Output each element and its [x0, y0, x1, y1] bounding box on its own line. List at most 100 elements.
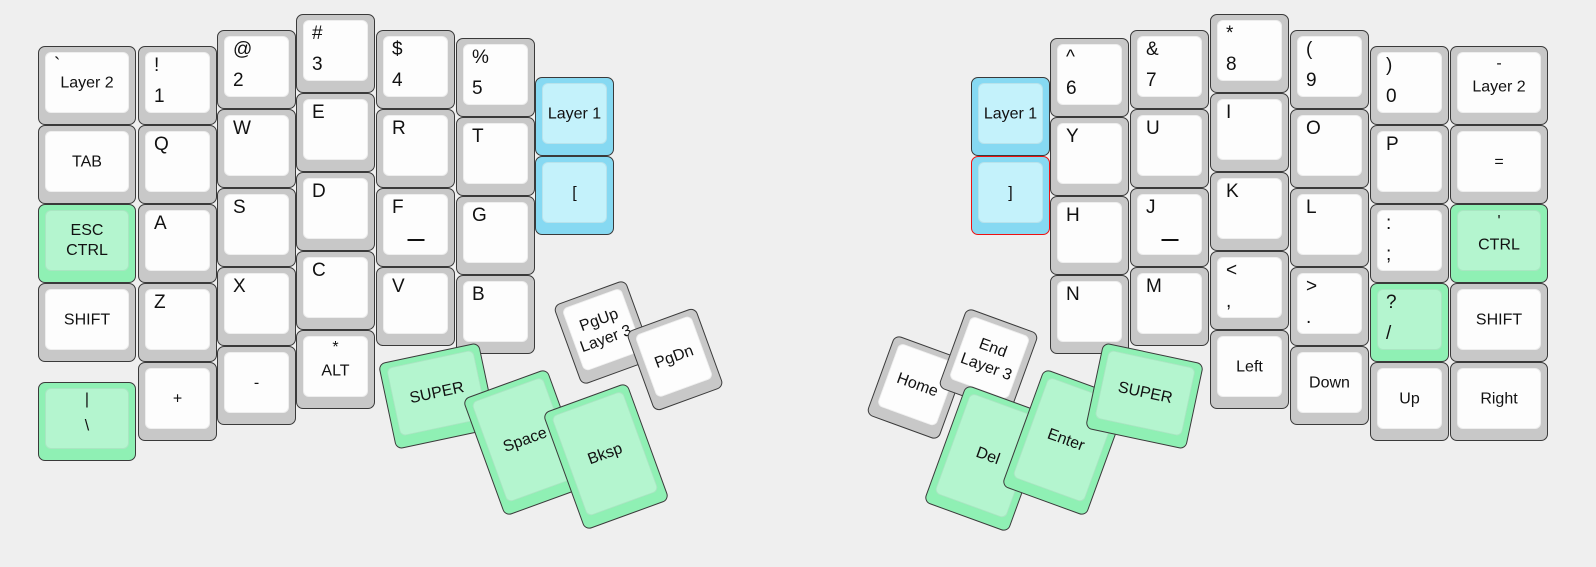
key-left-half-pinky-q[interactable]: Q	[138, 125, 217, 204]
keycap-surface	[303, 257, 368, 318]
key-left-half-pinky-plus[interactable]: +	[138, 362, 217, 441]
keycap-surface	[1457, 210, 1541, 271]
keycap-surface	[145, 52, 210, 113]
keycap-surface	[978, 162, 1043, 223]
key-right-half-inner-extra-bracket-right[interactable]: ]	[971, 156, 1050, 235]
key-right-half-middle-i[interactable]: I	[1210, 93, 1289, 172]
keycap-surface	[1217, 178, 1282, 239]
key-left-half-middle-3[interactable]: #3	[296, 14, 375, 93]
keycap-surface	[1137, 273, 1202, 334]
key-right-half-pinky-outer-right[interactable]: Right	[1450, 362, 1548, 441]
keycap-surface	[145, 210, 210, 271]
key-left-half-inner-extra-layer1[interactable]: Layer 1	[535, 77, 614, 156]
keycap-surface	[45, 289, 129, 350]
key-left-half-inner-extra-bracket-left[interactable]: [	[535, 156, 614, 235]
key-right-half-middle-left[interactable]: Left	[1210, 330, 1289, 409]
key-left-half-pinky-z[interactable]: Z	[138, 283, 217, 362]
key-right-half-ring-period[interactable]: >.	[1290, 267, 1369, 346]
keycap-surface	[1457, 52, 1541, 113]
keycap-surface	[1137, 115, 1202, 176]
keycap-surface	[978, 83, 1043, 144]
keycap-surface	[1377, 210, 1442, 271]
key-left-half-ring-w[interactable]: W	[217, 109, 296, 188]
keycap-surface	[145, 289, 210, 350]
key-right-half-index-7[interactable]: &7	[1130, 30, 1209, 109]
keycap-surface	[1057, 123, 1122, 184]
key-left-half-index-f[interactable]: F	[376, 188, 455, 267]
keycap-surface	[1297, 36, 1362, 97]
keycap-surface	[1297, 194, 1362, 255]
keycap-surface	[303, 20, 368, 81]
key-left-half-pinky-1[interactable]: !1	[138, 46, 217, 125]
key-left-half-index-4[interactable]: $4	[376, 30, 455, 109]
key-left-half-index-inner-g[interactable]: G	[456, 196, 535, 275]
keycap-surface	[1457, 368, 1541, 429]
key-right-half-middle-8[interactable]: *8	[1210, 14, 1289, 93]
keycap-surface	[224, 115, 289, 176]
key-right-half-middle-k[interactable]: K	[1210, 172, 1289, 251]
key-right-half-pinky-semicolon[interactable]: :;	[1370, 204, 1449, 283]
key-right-half-index-inner-y[interactable]: Y	[1050, 117, 1129, 196]
keycap-surface	[45, 52, 129, 113]
key-left-half-middle-alt[interactable]: *ALT	[296, 330, 375, 409]
keycap-surface	[1217, 99, 1282, 160]
key-right-half-ring-l[interactable]: L	[1290, 188, 1369, 267]
keycap-surface	[224, 194, 289, 255]
key-left-half-pinky-outer-shift[interactable]: SHIFT	[38, 283, 136, 362]
key-left-half-pinky-outer-pipe-backslash[interactable]: |\	[38, 382, 136, 461]
key-left-half-index-v[interactable]: V	[376, 267, 455, 346]
keycap-surface	[1094, 349, 1196, 437]
keycap-surface	[1297, 115, 1362, 176]
keycap-surface	[1217, 257, 1282, 318]
keycap-surface	[45, 210, 129, 271]
keycap-surface	[383, 36, 448, 97]
keycap-surface	[1457, 131, 1541, 192]
keycap-surface	[1297, 352, 1362, 413]
keycap-surface	[1057, 281, 1122, 342]
keycap-surface	[1217, 20, 1282, 81]
keycap-surface	[383, 273, 448, 334]
keycap-surface	[383, 194, 448, 255]
keycap-surface	[224, 273, 289, 334]
key-right-half-ring-down[interactable]: Down	[1290, 346, 1369, 425]
keycap-surface	[145, 131, 210, 192]
key-right-half-index-m[interactable]: M	[1130, 267, 1209, 346]
key-left-half-middle-c[interactable]: C	[296, 251, 375, 330]
keycap-surface	[463, 281, 528, 342]
keycap-surface	[303, 336, 368, 397]
keycap-surface	[463, 123, 528, 184]
key-left-half-middle-d[interactable]: D	[296, 172, 375, 251]
keycap-surface	[1217, 336, 1282, 397]
key-left-half-index-inner-t[interactable]: T	[456, 117, 535, 196]
key-right-half-ring-o[interactable]: O	[1290, 109, 1369, 188]
keycap-surface	[1057, 202, 1122, 263]
key-left-half-ring-minus[interactable]: -	[217, 346, 296, 425]
key-right-half-pinky-slash[interactable]: ?/	[1370, 283, 1449, 362]
key-right-half-ring-9[interactable]: (9	[1290, 30, 1369, 109]
keycap-surface	[1377, 52, 1442, 113]
key-right-half-pinky-0[interactable]: )0	[1370, 46, 1449, 125]
keycap-surface	[1137, 194, 1202, 255]
key-right-half-index-inner-h[interactable]: H	[1050, 196, 1129, 275]
keycap-surface	[463, 44, 528, 105]
keycap-surface	[463, 202, 528, 263]
key-left-half-pinky-a[interactable]: A	[138, 204, 217, 283]
keycap-surface	[1297, 273, 1362, 334]
key-right-half-pinky-p[interactable]: P	[1370, 125, 1449, 204]
keycap-surface	[303, 99, 368, 160]
key-right-half-pinky-outer-equals[interactable]: =	[1450, 125, 1548, 204]
keycap-surface	[224, 36, 289, 97]
key-left-half-ring-2[interactable]: @2	[217, 30, 296, 109]
key-right-half-index-inner-n[interactable]: N	[1050, 275, 1129, 354]
keycap-surface	[542, 162, 607, 223]
key-left-half-pinky-outer-tab[interactable]: TAB	[38, 125, 136, 204]
key-right-half-index-inner-6[interactable]: ^6	[1050, 38, 1129, 117]
keycap-surface	[1377, 289, 1442, 350]
